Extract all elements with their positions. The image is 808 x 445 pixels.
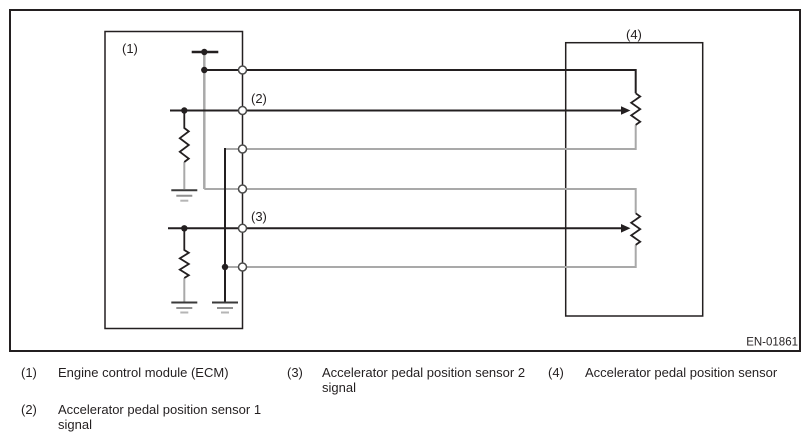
- junction-dots: [181, 48, 229, 271]
- junction-dot: [181, 225, 188, 232]
- callout-signal1: (2): [251, 91, 267, 106]
- junction-dot: [181, 107, 188, 114]
- legend-number: (2): [21, 402, 37, 417]
- terminal-circle: [237, 65, 248, 75]
- gray-wires: [183, 52, 637, 302]
- legend-item-1: (1) Engine control module (ECM): [21, 365, 318, 381]
- potentiometer1: [629, 92, 642, 126]
- legend-item-3: (3) Accelerator pedal position sensor 2 …: [287, 365, 554, 395]
- wiper-arrows: [621, 106, 631, 233]
- pot1-supply-wire: [204, 69, 637, 94]
- junction-dot: [201, 48, 208, 56]
- diagram-frame: [9, 9, 801, 352]
- legend-label: Accelerator pedal position sensor: [585, 365, 778, 380]
- legend-number: (4): [548, 365, 564, 380]
- terminal-circle: [237, 262, 248, 272]
- resistor2-ecm: [178, 228, 191, 279]
- legend-item-2: (2) Accelerator pedal position sensor 1 …: [21, 402, 296, 432]
- grounds: [171, 189, 238, 314]
- legend-item-4: (4) Accelerator pedal position sensor: [548, 365, 808, 381]
- resistor1-ecm: [178, 110, 191, 163]
- ground-icon: [171, 301, 198, 314]
- terminal-circle: [237, 223, 248, 234]
- sensor-box: [564, 41, 704, 317]
- legend-label: Accelerator pedal position sensor 2 sign…: [322, 365, 526, 395]
- ground-icon: [212, 301, 238, 314]
- legend-label: Accelerator pedal position sensor 1 sign…: [58, 402, 262, 432]
- callout-sensor: (4): [626, 27, 642, 42]
- pot2-return-wire: [225, 245, 637, 268]
- ecm-box: [104, 30, 244, 330]
- legend-number: (3): [287, 365, 303, 380]
- junction-dot: [201, 66, 208, 74]
- figure-code: EN-01861: [746, 337, 798, 349]
- ecm-terminals: [237, 65, 248, 272]
- junction-dot: [221, 263, 229, 271]
- callout-ecm: (1): [122, 41, 138, 56]
- terminal-circle: [237, 105, 248, 116]
- terminal-circle: [237, 184, 248, 194]
- terminal-circle: [237, 144, 248, 154]
- ground-icon: [171, 189, 198, 202]
- arrow-icon: [621, 106, 631, 115]
- resistors: [178, 92, 642, 279]
- pot1-return-wire: [225, 125, 637, 150]
- arrow-icon: [621, 224, 631, 233]
- legend-number: (1): [21, 365, 37, 380]
- potentiometer2: [629, 212, 642, 246]
- legend-label: Engine control module (ECM): [58, 365, 229, 380]
- callout-signal2: (3): [251, 209, 267, 224]
- pot2-supply-wire: [204, 188, 637, 214]
